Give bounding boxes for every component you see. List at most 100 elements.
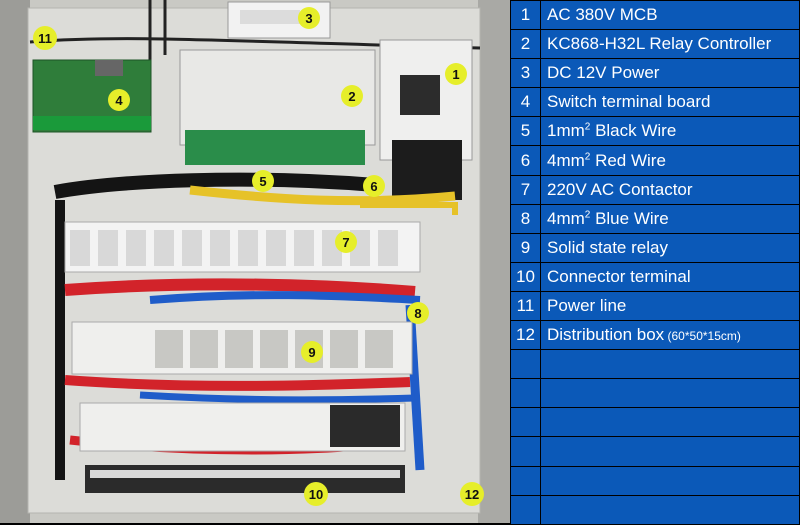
legend-number: 10 — [510, 261, 541, 292]
legend-description — [540, 465, 800, 496]
marker-label: 7 — [342, 235, 349, 250]
legend-description: 220V AC Contactor — [540, 174, 800, 205]
legend-description — [540, 349, 800, 380]
marker-8: 8 — [407, 302, 429, 324]
legend-description — [540, 436, 800, 467]
legend-text: AC 380V MCB — [547, 5, 658, 25]
legend-description: DC 12V Power — [540, 58, 800, 89]
legend-row — [510, 378, 800, 409]
legend-description — [540, 378, 800, 409]
legend-description: 4mm2 Blue Wire — [540, 203, 800, 234]
legend-description — [540, 407, 800, 438]
legend-text: 1mm — [547, 121, 585, 141]
marker-6: 6 — [363, 175, 385, 197]
legend-row — [510, 465, 800, 496]
marker-9: 9 — [301, 341, 323, 363]
legend-number: 9 — [510, 232, 541, 263]
legend-number: 3 — [510, 58, 541, 89]
marker-label: 10 — [309, 487, 323, 502]
legend-row: 7 220V AC Contactor — [510, 174, 800, 205]
legend-body: 1 AC 380V MCB 2 KC868-H32L Relay Controller… — [510, 0, 800, 525]
legend-row: 10 Connector terminal — [510, 261, 800, 292]
legend-text: Red Wire — [590, 150, 666, 170]
marker-7: 7 — [335, 231, 357, 253]
legend-description: KC868-H32L Relay Controller — [540, 29, 800, 60]
legend-row: 3 DC 12V Power — [510, 58, 800, 89]
legend-text: Connector terminal — [547, 266, 691, 286]
legend-description: 4mm2 Red Wire — [540, 145, 800, 176]
marker-label: 9 — [308, 345, 315, 360]
legend-number: 1 — [510, 0, 541, 31]
marker-2: 2 — [341, 85, 363, 107]
legend-text: Switch terminal board — [547, 92, 711, 112]
legend-text: Black Wire — [590, 121, 677, 141]
legend-row: 11 Power line — [510, 290, 800, 322]
marker-label: 2 — [348, 89, 355, 104]
legend-text: Power line — [547, 295, 627, 315]
legend-row: 1 AC 380V MCB — [510, 0, 800, 31]
marker-10: 10 — [304, 482, 328, 506]
legend-description: Power line — [540, 290, 800, 322]
legend-row — [510, 349, 800, 380]
marker-3: 3 — [298, 7, 320, 29]
legend-description: 1mm2 Black Wire — [540, 116, 800, 147]
legend-number: 4 — [510, 87, 541, 118]
legend-number: 12 — [510, 320, 541, 351]
legend-number: 5 — [510, 116, 541, 147]
legend-number — [510, 407, 541, 438]
marker-label: 6 — [370, 179, 377, 194]
legend-number — [510, 465, 541, 496]
legend-row: 4 Switch terminal board — [510, 87, 800, 118]
legend-text: KC868-H32L Relay Controller — [547, 34, 772, 54]
legend-text: Blue Wire — [590, 208, 669, 228]
marker-label: 1 — [452, 67, 459, 82]
legend-description: Switch terminal board — [540, 87, 800, 118]
legend-description: Solid state relay — [540, 232, 800, 263]
component-legend: 1 AC 380V MCB 2 KC868-H32L Relay Controller… — [510, 0, 800, 525]
distribution-box-photo: 1 2 3 4 5 6 7 8 9 10 11 12 — [0, 0, 510, 523]
legend-row: 2 KC868-H32L Relay Controller — [510, 29, 800, 60]
legend-number — [510, 349, 541, 380]
marker-5: 5 — [252, 170, 274, 192]
legend-number: 6 — [510, 145, 541, 176]
marker-11: 11 — [33, 26, 57, 50]
legend-number — [510, 436, 541, 467]
distribution-box-illustration: 1 2 3 4 5 6 7 8 9 10 11 12 — [0, 0, 510, 523]
legend-text: 220V AC Contactor — [547, 179, 693, 199]
legend-description: Distribution box (60*50*15cm) — [540, 320, 800, 351]
legend-dimensions: (60*50*15cm) — [664, 329, 741, 344]
marker-label: 3 — [305, 11, 312, 26]
legend-row — [510, 494, 800, 525]
legend-text: Solid state relay — [547, 237, 668, 257]
marker-label: 11 — [38, 31, 52, 46]
legend-superscript: 2 — [584, 121, 591, 133]
legend-number: 8 — [510, 203, 541, 234]
legend-superscript: 2 — [584, 150, 591, 162]
legend-description: AC 380V MCB — [540, 0, 800, 31]
legend-number — [510, 494, 541, 525]
marker-label: 8 — [414, 306, 421, 321]
legend-text: 4mm — [547, 208, 585, 228]
marker-1: 1 — [445, 63, 467, 85]
marker-label: 4 — [115, 93, 123, 108]
marker-label: 5 — [259, 174, 266, 189]
legend-text: 4mm — [547, 150, 585, 170]
legend-description — [540, 494, 800, 525]
legend-row — [510, 407, 800, 438]
legend-number — [510, 378, 541, 409]
legend-text: DC 12V Power — [547, 63, 660, 83]
legend-text: Distribution box — [547, 325, 665, 345]
legend-number: 2 — [510, 29, 541, 60]
marker-label: 12 — [465, 487, 479, 502]
legend-number: 11 — [510, 290, 541, 322]
marker-12: 12 — [460, 482, 484, 506]
marker-4: 4 — [108, 89, 130, 111]
legend-row — [510, 436, 800, 467]
legend-row: 9 Solid state relay — [510, 232, 800, 263]
legend-description: Connector terminal — [540, 261, 800, 292]
legend-number: 7 — [510, 174, 541, 205]
